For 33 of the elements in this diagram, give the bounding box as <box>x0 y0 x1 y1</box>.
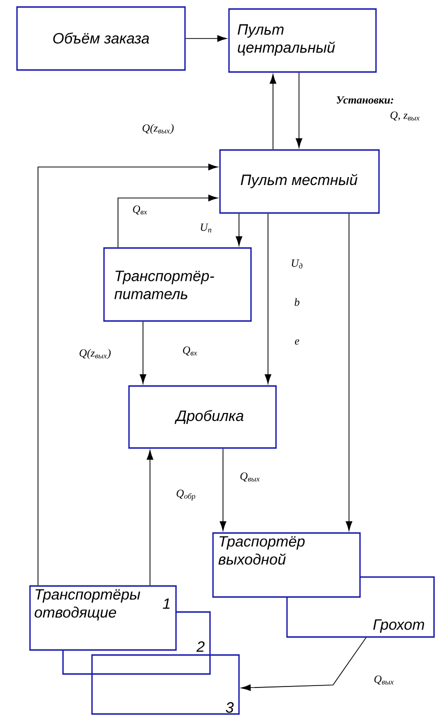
arrow <box>270 74 276 150</box>
arrow <box>296 72 302 148</box>
process-box: Транспортёры отводящие 1 <box>29 585 177 651</box>
process-box: Пульт местный <box>219 149 380 214</box>
edge-label: Q$_{вх}$ <box>181 345 199 357</box>
arrow <box>220 448 226 531</box>
process-box: Объём заказа <box>16 6 186 71</box>
edge-label: Q$_{обр}$ <box>175 488 197 502</box>
signal-label: b <box>294 298 300 306</box>
arrow <box>185 35 227 42</box>
arrow <box>146 450 154 586</box>
signal-label: e <box>294 339 300 345</box>
edge-label: Q$_{вх}$ <box>131 204 149 216</box>
arrow <box>140 321 146 384</box>
arrow <box>264 213 272 384</box>
signal-label: U$_{д}$ <box>292 260 302 268</box>
edge-label: Q$_{вых}$ <box>372 674 396 686</box>
signal-label: Q, z$_{вых}$ <box>390 111 420 121</box>
edge-label: U$_{п}$ <box>198 222 214 234</box>
process-box: Пульт центральный <box>228 8 377 73</box>
process-box: Транспортёр-питатель <box>103 247 252 322</box>
signal-label: Q(z$_{вых}$) <box>80 349 111 359</box>
arrow <box>346 213 352 531</box>
process-box: Траспортёр выходной <box>212 532 361 598</box>
process-box: 3 <box>91 654 240 715</box>
arrow <box>38 164 218 586</box>
arrow <box>118 194 218 248</box>
signal-label: Установки: <box>336 96 394 104</box>
signal-label: Q(z$_{вых}$) <box>142 124 174 134</box>
arrow <box>241 637 366 691</box>
arrow <box>236 213 242 246</box>
edge-label: Q$_{вых}$ <box>238 471 262 483</box>
process-box: Дробилка <box>128 385 277 449</box>
